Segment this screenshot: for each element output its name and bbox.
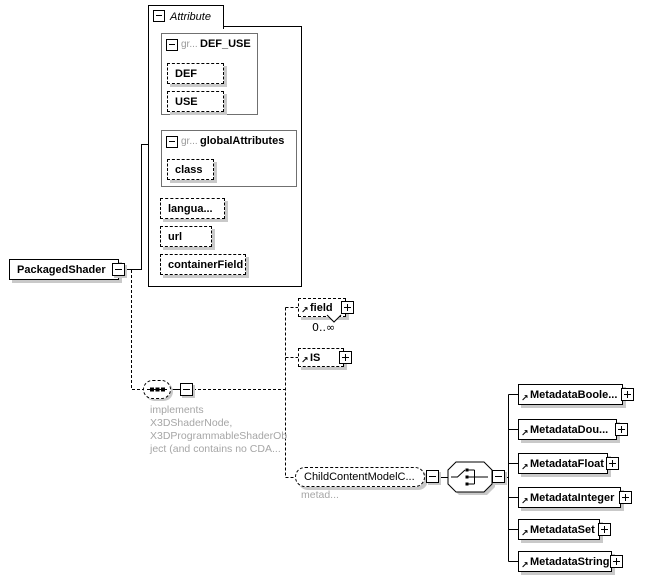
field-expand-toggle[interactable]: [341, 301, 354, 314]
element-packagedshader[interactable]: PackagedShader: [9, 259, 119, 280]
choice-collapse-toggle[interactable]: [492, 470, 505, 483]
metadatafloat-expand-toggle[interactable]: [606, 457, 619, 470]
metadataboolean-expand-toggle[interactable]: [621, 388, 634, 401]
element-metadatastring[interactable]: ↗ MetadataString: [518, 551, 612, 572]
multiplicity-notch-icon: [326, 314, 342, 323]
attribute-containerfield[interactable]: containerField: [160, 254, 246, 275]
childcontentmodel-annotation: metad...: [301, 489, 339, 501]
element-metadatafloat-label: MetadataFloat: [530, 457, 604, 470]
metadatainteger-expand-toggle[interactable]: [619, 491, 632, 504]
element-is-label: IS: [310, 351, 321, 364]
attribute-panel-title: Attribute: [170, 11, 211, 23]
field-multiplicity: 0..∞: [312, 321, 336, 334]
attribute-language[interactable]: langua...: [160, 198, 225, 219]
global-attributes-group-collapse-toggle[interactable]: [166, 136, 178, 148]
packagedshader-collapse-toggle[interactable]: [112, 263, 125, 276]
reference-arrow-icon: ↗: [301, 356, 309, 366]
sequence-collapse-toggle[interactable]: [180, 383, 193, 396]
reference-arrow-icon: ↗: [521, 463, 529, 473]
element-metadatadouble[interactable]: ↗ MetadataDou...: [518, 419, 617, 440]
annotation-line: X3DProgrammableShaderOb: [150, 430, 288, 442]
attribute-class-label: class: [175, 163, 203, 176]
attribute-url-label: url: [168, 230, 183, 243]
global-attributes-group-prefix: gr...: [181, 136, 198, 147]
element-is[interactable]: ↗ IS: [298, 348, 344, 367]
attribute-use-label: USE: [175, 95, 198, 108]
element-field[interactable]: ↗ field: [298, 298, 346, 317]
element-metadataset-label: MetadataSet: [530, 523, 595, 536]
element-metadatainteger-label: MetadataInteger: [530, 491, 615, 504]
attribute-use[interactable]: USE: [167, 91, 224, 112]
def-use-group-collapse-toggle[interactable]: [166, 39, 178, 51]
element-metadataboolean[interactable]: ↗ MetadataBoole...: [518, 384, 623, 405]
attribute-def-label: DEF: [175, 67, 197, 80]
element-packagedshader-label: PackagedShader: [17, 263, 106, 276]
annotation-line: implements: [150, 404, 204, 416]
element-metadatadouble-label: MetadataDou...: [530, 423, 609, 436]
global-attributes-group-name: globalAttributes: [200, 135, 285, 147]
sequence-icon: [147, 387, 167, 392]
element-metadataset[interactable]: ↗ MetadataSet: [518, 519, 600, 540]
childcontentmodel-label: ChildContentModelC...: [304, 471, 415, 483]
reference-arrow-icon: ↗: [521, 394, 529, 404]
group-ref-childcontentmodel[interactable]: ChildContentModelC...: [295, 467, 425, 487]
choice-icon: [447, 461, 495, 495]
metadataset-expand-toggle[interactable]: [598, 523, 611, 536]
attribute-language-label: langua...: [168, 202, 213, 215]
attribute-url[interactable]: url: [160, 226, 212, 247]
sequence-indicator[interactable]: [143, 380, 171, 399]
element-metadatafloat[interactable]: ↗ MetadataFloat: [518, 453, 608, 474]
attribute-panel-tab[interactable]: Attribute: [148, 5, 224, 29]
element-metadatastring-label: MetadataString: [530, 555, 610, 568]
annotation-line: ject (and contains no CDA...: [150, 443, 281, 455]
group-global-attributes: gr... globalAttributes class: [161, 130, 297, 187]
annotation-line: X3DShaderNode,: [150, 417, 233, 429]
reference-arrow-icon: ↗: [301, 306, 309, 316]
is-expand-toggle[interactable]: [339, 351, 352, 364]
reference-arrow-icon: ↗: [521, 529, 529, 539]
childcontentmodel-collapse-toggle[interactable]: [426, 470, 439, 483]
element-metadatainteger[interactable]: ↗ MetadataInteger: [518, 487, 621, 508]
sequence-annotation: implements X3DShaderNode, X3DProgrammabl…: [150, 404, 287, 456]
element-field-label: field: [310, 301, 333, 314]
metadatadouble-expand-toggle[interactable]: [615, 423, 628, 436]
def-use-group-name: DEF_USE: [200, 38, 251, 50]
choice-indicator[interactable]: [444, 458, 498, 498]
reference-arrow-icon: ↗: [521, 429, 529, 439]
attribute-class[interactable]: class: [167, 159, 214, 180]
metadatastring-expand-toggle[interactable]: [610, 555, 623, 568]
reference-arrow-icon: ↗: [521, 497, 529, 507]
attribute-containerfield-label: containerField: [168, 258, 244, 271]
def-use-group-prefix: gr...: [181, 39, 198, 50]
element-metadataboolean-label: MetadataBoole...: [530, 388, 618, 401]
reference-arrow-icon: ↗: [521, 561, 529, 571]
attribute-def[interactable]: DEF: [167, 63, 224, 84]
group-def-use: gr... DEF_USE DEF USE: [161, 33, 258, 115]
attribute-tab-collapse-toggle[interactable]: [153, 10, 165, 22]
